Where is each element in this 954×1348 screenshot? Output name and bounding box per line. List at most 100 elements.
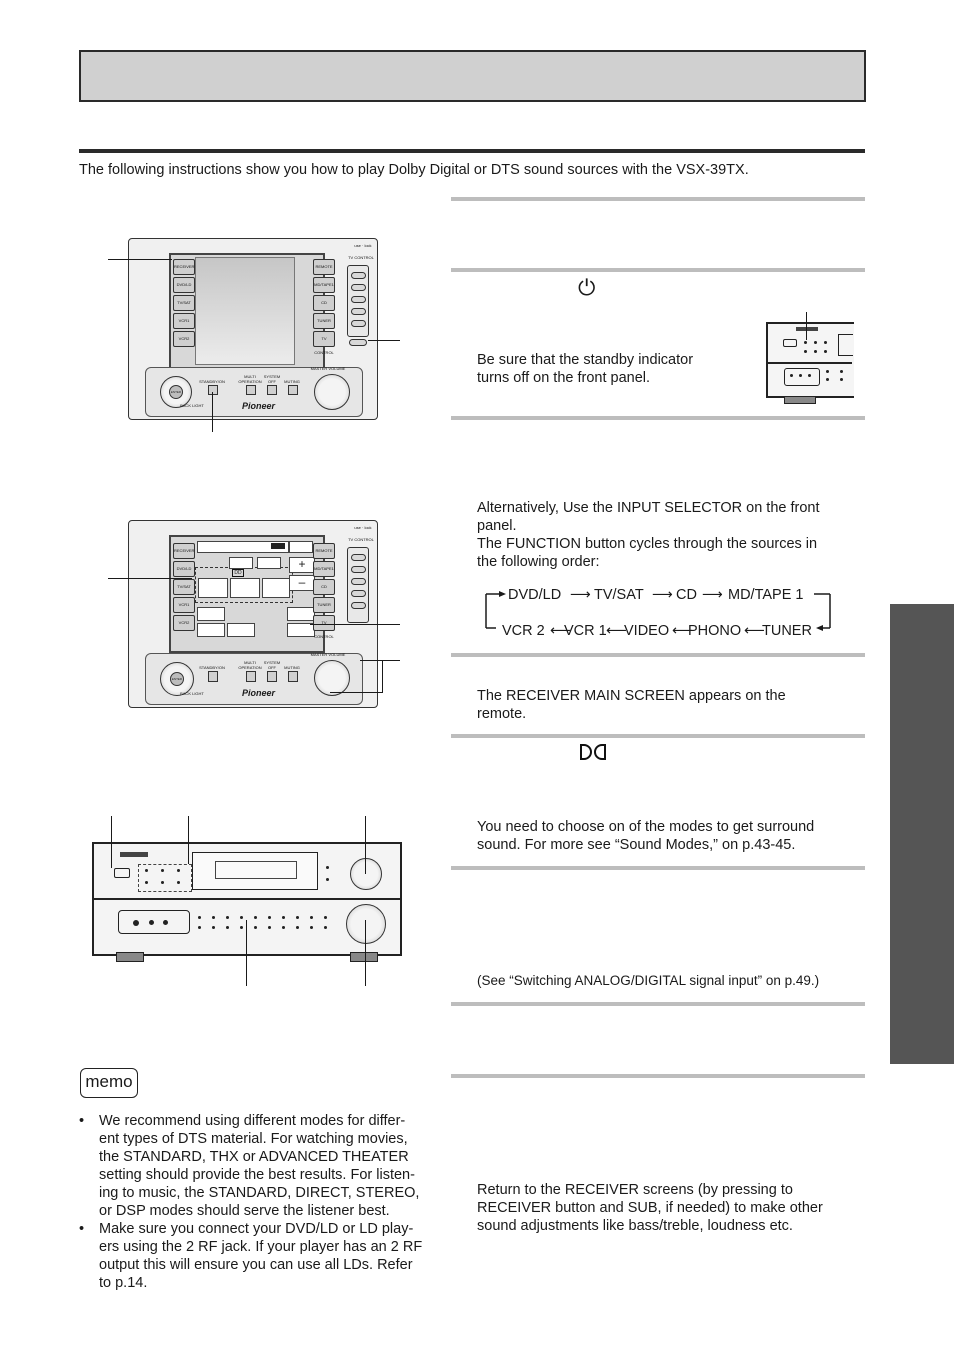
receiver-button[interactable]: RECEIVER bbox=[173, 543, 195, 559]
standby-button[interactable] bbox=[783, 339, 797, 347]
remote-control-panel: ENTER STANDBY/ON MULTI OPERATION SYSTEM … bbox=[145, 652, 363, 705]
remote-control-panel: ENTER STANDBY/ON MULTI OPERATION SYSTEM … bbox=[145, 366, 363, 417]
flow-video: VIDEO bbox=[624, 623, 670, 639]
remote-illustration-2: use · lock TV CONTROL DD + – RECEIVER DV… bbox=[128, 520, 378, 708]
sound-mode-area: DD bbox=[195, 567, 293, 603]
muting-label: MUTING bbox=[284, 379, 300, 384]
flow-tuner: TUNER bbox=[762, 623, 812, 639]
standby-on-button[interactable] bbox=[114, 868, 130, 878]
enter-button[interactable]: ENTER bbox=[170, 672, 184, 686]
minus-button[interactable]: – bbox=[289, 575, 315, 591]
master-volume-label: MASTER VOLUME bbox=[310, 366, 346, 371]
step-divider bbox=[451, 734, 865, 738]
dvd-ld-button[interactable]: DVD/LD bbox=[173, 277, 195, 293]
cursor-pad[interactable]: ENTER bbox=[160, 376, 192, 408]
main-screen-note: The RECEIVER MAIN SCREEN appears on the … bbox=[477, 688, 786, 722]
standby-on-label: STANDBY/ON bbox=[199, 379, 225, 384]
master-volume-label: MASTER VOLUME bbox=[310, 652, 346, 657]
tv-power-button[interactable] bbox=[351, 272, 366, 279]
standby-on-label: STANDBY/ON bbox=[199, 665, 225, 670]
step-divider bbox=[451, 1002, 865, 1006]
receiver-main-screen[interactable]: DD + – bbox=[169, 535, 325, 653]
surround-note: You need to choose on of the modes to ge… bbox=[477, 819, 815, 853]
cursor-pad[interactable]: ENTER bbox=[160, 662, 194, 696]
cd-button[interactable]: CD bbox=[313, 295, 335, 311]
flow-md-tape1: MD/TAPE 1 bbox=[728, 587, 804, 603]
tv-control-button[interactable]: TV CONTROL bbox=[313, 615, 335, 639]
multi-operation-button[interactable] bbox=[246, 385, 256, 395]
vcr1-button[interactable]: VCR1 bbox=[173, 313, 195, 329]
receiver-logo bbox=[120, 852, 148, 857]
input-selector-knob[interactable] bbox=[350, 858, 382, 890]
vcr2-button[interactable]: VCR2 bbox=[173, 615, 195, 631]
front-display bbox=[192, 852, 318, 890]
tv-ch-down-button[interactable] bbox=[351, 308, 366, 315]
tv-input-button[interactable] bbox=[351, 284, 366, 291]
multi-operation-button[interactable] bbox=[246, 671, 256, 682]
step-divider bbox=[451, 416, 865, 420]
remote-setup-button[interactable]: REMOTE SETUP bbox=[313, 259, 335, 283]
master-volume-knob[interactable] bbox=[314, 374, 350, 410]
tv-control-strip bbox=[347, 265, 369, 337]
mode-button-1[interactable] bbox=[198, 578, 228, 598]
remote-setup-button[interactable]: REMOTE SETUP bbox=[313, 543, 335, 567]
md-tape1-button[interactable]: MD/TAPE1 bbox=[313, 277, 335, 293]
sub-button[interactable] bbox=[287, 623, 315, 637]
step-divider bbox=[451, 268, 865, 272]
flow-tv-sat: TV/SAT bbox=[594, 587, 644, 603]
tv-control-button[interactable]: TV CONTROL bbox=[313, 331, 335, 355]
memo-bullets: We recommend using different modes for d… bbox=[79, 1112, 441, 1292]
mode-buttons-area bbox=[138, 864, 192, 892]
use-lock-label: use · lock bbox=[354, 243, 372, 248]
front-inputs bbox=[118, 910, 190, 934]
step-divider bbox=[451, 866, 865, 870]
mode-button-3[interactable] bbox=[262, 578, 290, 598]
muting-button[interactable] bbox=[288, 385, 298, 395]
tv-sat-button[interactable]: TV/SAT bbox=[173, 579, 195, 595]
tv-sat-button[interactable]: TV/SAT bbox=[173, 295, 195, 311]
input-selector-note: Alternatively, Use the INPUT SELECTOR on… bbox=[477, 500, 820, 570]
pioneer-logo: Pioneer bbox=[242, 688, 276, 698]
flow-vcr1: VCR 1 bbox=[564, 623, 607, 639]
step-divider bbox=[451, 1074, 865, 1078]
flow-dvd-ld: DVD/LD bbox=[508, 587, 562, 603]
function-cycle-diagram: DVD/LD ⟶ TV/SAT ⟶ CD ⟶ MD/TAPE 1 VCR 2 ⟵… bbox=[484, 584, 834, 639]
section-rule bbox=[79, 149, 865, 153]
receiver-front-detail bbox=[766, 312, 854, 404]
vcr1-button[interactable]: VCR1 bbox=[173, 597, 195, 613]
function-buttons-row[interactable] bbox=[194, 914, 340, 929]
multi-operation-label: MULTI OPERATION bbox=[238, 374, 262, 384]
use-lock-label: use · lock bbox=[354, 525, 372, 530]
standby-on-button[interactable] bbox=[208, 671, 218, 682]
standby-pill[interactable] bbox=[349, 339, 367, 346]
receiver-foot bbox=[116, 952, 144, 962]
enter-button[interactable]: ENTER bbox=[169, 385, 183, 399]
master-volume-knob[interactable] bbox=[346, 904, 386, 944]
tv-ch-up-button[interactable] bbox=[351, 296, 366, 303]
receiver-button[interactable]: RECEIVER bbox=[173, 259, 195, 275]
vcr2-button[interactable]: VCR2 bbox=[173, 331, 195, 347]
analog-digital-note: (See “Switching ANALOG/DIGITAL signal in… bbox=[477, 973, 820, 988]
tv-vol-button[interactable] bbox=[351, 320, 366, 327]
system-off-button[interactable] bbox=[267, 671, 277, 682]
mode-button-2[interactable] bbox=[230, 578, 260, 598]
memo-bullet-1: We recommend using different modes for d… bbox=[79, 1112, 441, 1220]
touch-screen[interactable] bbox=[169, 253, 325, 371]
system-off-label: SYSTEM OFF bbox=[263, 374, 281, 384]
tv-control-label: TV CONTROL bbox=[348, 255, 374, 260]
tuner-button[interactable]: TUNER bbox=[313, 597, 335, 613]
standby-on-button[interactable] bbox=[208, 385, 218, 395]
receiver-foot bbox=[350, 952, 378, 962]
flow-vcr2: VCR 2 bbox=[502, 623, 545, 639]
muting-label: MUTING bbox=[284, 665, 300, 670]
backlight-label: BACK LIGHT bbox=[180, 691, 204, 696]
dvd-ld-button[interactable]: DVD/LD bbox=[173, 561, 195, 577]
cd-button[interactable]: CD bbox=[313, 579, 335, 595]
master-volume-knob[interactable] bbox=[314, 660, 350, 696]
dolby-digital-icon bbox=[580, 744, 608, 762]
tuner-button[interactable]: TUNER bbox=[313, 313, 335, 329]
plus-button[interactable]: + bbox=[289, 557, 315, 573]
system-off-button[interactable] bbox=[267, 385, 277, 395]
md-tape1-button[interactable]: MD/TAPE1 bbox=[313, 561, 335, 577]
muting-button[interactable] bbox=[288, 671, 298, 682]
